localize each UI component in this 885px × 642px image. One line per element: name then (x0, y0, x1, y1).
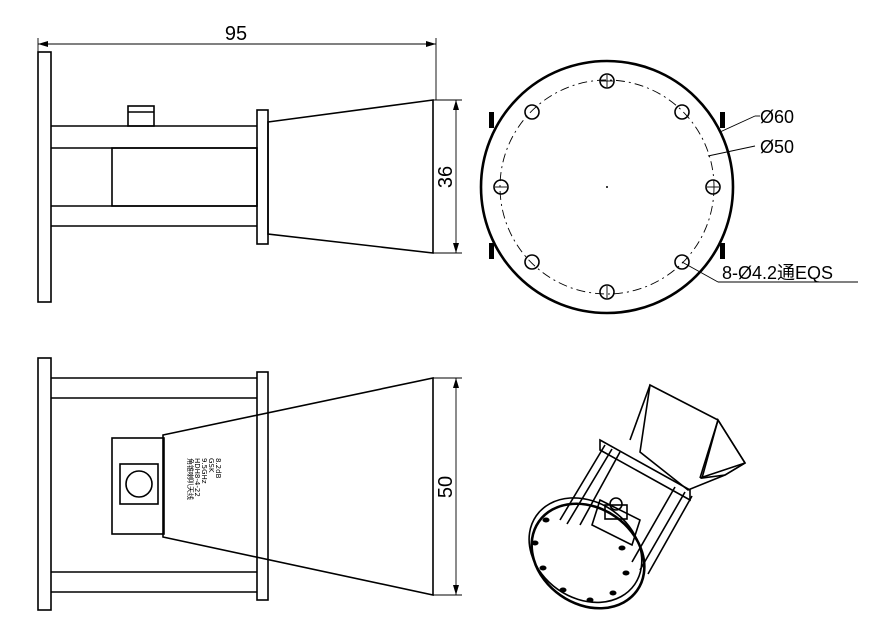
hole (705, 179, 721, 195)
hole (674, 104, 690, 120)
hole (674, 254, 690, 270)
back-flange (37, 51, 52, 303)
dim-bolt-circle-text: Ø50 (760, 137, 794, 157)
svg-text:GSK: GSK (207, 458, 215, 473)
top-view: 角锥喇叭天线 HDH8-4-22 9.5GHz GSK 8.2dB 50 (37, 357, 462, 611)
hole (493, 179, 509, 195)
connector (127, 105, 155, 127)
connector-top (119, 463, 159, 505)
hole (524, 254, 540, 270)
svg-text:HDH8-4-22: HDH8-4-22 (193, 458, 201, 497)
flange-outline (479, 59, 735, 315)
iso-back-flange (530, 502, 646, 610)
mounting-holes (493, 73, 721, 300)
back-flange-top (37, 357, 52, 611)
dim-overall-length-text: 95 (225, 23, 247, 45)
dim-aperture-width-text: 50 (435, 476, 457, 498)
dim-overall-length: 95 (37, 23, 437, 100)
connector-port (125, 470, 153, 498)
front-flange (256, 109, 269, 245)
side-view: 95 36 (37, 23, 462, 303)
horn-body-top (162, 377, 434, 596)
flange-view: Ø60 Ø50 8-Ø4.2通EQS (479, 59, 858, 315)
isometric-view (528, 383, 747, 610)
hole (524, 104, 540, 120)
front-flange-top (256, 371, 269, 601)
horn-body (267, 99, 434, 254)
dim-aperture-width: 50 (433, 377, 462, 596)
hole (599, 73, 615, 89)
hole (599, 284, 615, 300)
dim-aperture-height: 36 (433, 99, 462, 254)
svg-text:8.2dB: 8.2dB (214, 458, 222, 479)
feed-block (111, 437, 165, 535)
dim-flange-od-text: Ø60 (760, 107, 794, 127)
dim-holes-text: 8-Ø4.2通EQS (722, 263, 833, 283)
nameplate: 角锥喇叭天线 HDH8-4-22 9.5GHz GSK 8.2dB (186, 458, 222, 500)
svg-text:角锥喇叭天线: 角锥喇叭天线 (186, 458, 195, 500)
svg-text:9.5GHz: 9.5GHz (200, 458, 208, 484)
waveguide-block (111, 147, 258, 207)
dim-aperture-height-text: 36 (435, 166, 457, 188)
